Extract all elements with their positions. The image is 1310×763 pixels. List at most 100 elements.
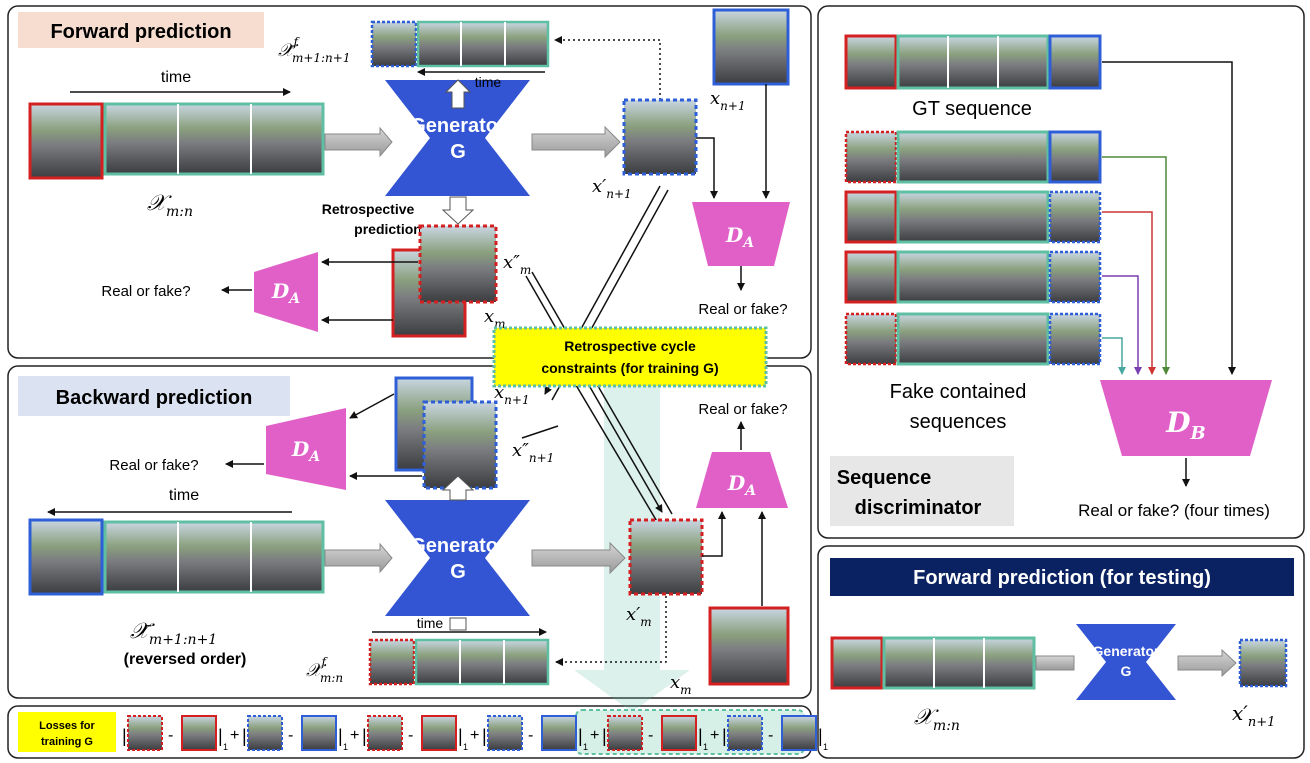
loss-plus: + (710, 727, 719, 744)
backward-dotted-link (555, 596, 667, 666)
backward-hollow-up-arrow (441, 475, 475, 501)
forward-predicted-label: x′n+1 (592, 176, 632, 201)
loss-minus: - (528, 727, 533, 744)
loss-terms: |-|1+|-|1+|-|1+|-|1+|-|1+|-|1 (122, 715, 828, 752)
forward-xm2-frame (418, 224, 498, 304)
backward-flow-arrow-out (531, 541, 626, 575)
forward-real-fake-left: Real or fake? (101, 283, 190, 300)
loss-bar-right: | (818, 726, 823, 746)
backward-gt-label: xm (670, 672, 692, 697)
loss-bar-left: | (242, 726, 247, 746)
backward-xn1b-frame (422, 400, 498, 490)
backward-flow-arrow-in (324, 542, 393, 574)
forward-disc-left (254, 252, 318, 332)
backward-title-bg (18, 376, 290, 416)
forward-disc-right (692, 202, 790, 266)
cycle-callout (492, 326, 768, 388)
seq-disc-b-label: DB (1165, 406, 1206, 444)
backward-disc-left-label: DA (291, 437, 320, 465)
backward-predicted-label: x′m (626, 604, 652, 629)
forward-hollow-up-arrow (444, 79, 472, 109)
backward-disc-right-label: DA (727, 471, 756, 499)
forward-flow-arrow-in (324, 126, 393, 158)
backward-generator (385, 500, 530, 616)
forward-time-label: time (161, 69, 191, 86)
backward-generator-line1: Generator (410, 535, 506, 557)
testing-output-frame (1238, 638, 1288, 688)
cycle-callout-line1: Retrospective cycle (564, 338, 696, 354)
loss-bar-left: | (722, 726, 727, 746)
loss-target-frame (661, 715, 697, 751)
forward-input-sequence (28, 102, 325, 180)
forward-generator (385, 80, 530, 196)
loss-minus: - (648, 727, 653, 744)
forward-retro-line1: Retrospective (322, 201, 415, 217)
backward-disc-right (696, 452, 788, 508)
testing-generator-line1: Generator (1093, 643, 1160, 659)
loss-target-frame (301, 715, 337, 751)
testing-flow-arrow-in (1035, 655, 1075, 671)
forward-gt-frame (712, 8, 790, 86)
forward-xm2-label: x″m (503, 252, 531, 277)
seq-purple-arrow (1102, 275, 1142, 375)
loss-plus: + (470, 727, 479, 744)
seq-red-arrow (1102, 211, 1156, 375)
loss-bar-right: | (338, 726, 343, 746)
loss-target-frame (421, 715, 457, 751)
backward-predicted-frame (628, 518, 704, 596)
testing-panel (817, 545, 1305, 759)
backward-pred-to-disc (702, 511, 726, 557)
testing-title-bg (830, 558, 1294, 596)
backward-title: Backward prediction (56, 387, 253, 409)
forward-dotted-link (554, 36, 661, 100)
loss-minus: - (408, 727, 413, 744)
loss-predicted-frame (727, 715, 763, 751)
backward-xn1b-label: x″n+1 (512, 440, 554, 465)
forward-reverse-time-label: time (475, 74, 502, 90)
forward-reverse-sequence (370, 20, 550, 68)
loss-target-frame (181, 715, 217, 751)
seq-fake-line1: Fake contained (890, 381, 1027, 403)
loss-target-frame (781, 715, 817, 751)
forward-disc-right-label: DA (725, 223, 754, 251)
cycle-callout-line2: constraints (for training G) (541, 360, 718, 376)
seq-teal-arrow (1102, 337, 1126, 375)
losses-title-line2: training G (41, 736, 93, 748)
losses-title-line1: Losses for (39, 720, 95, 732)
seq-fake-row-4 (844, 312, 1102, 366)
loss-target-frame (541, 715, 577, 751)
loss-bar-right: | (458, 726, 463, 746)
forward-hollow-down-arrow (441, 196, 475, 225)
testing-input-sequence (830, 636, 1036, 690)
backward-input-label: 𝒳̄m+1:n+1 (130, 619, 217, 648)
loss-bar-right: | (218, 726, 223, 746)
loss-bar-left: | (602, 726, 607, 746)
testing-title: Forward prediction (for testing) (913, 567, 1211, 589)
forward-disc-left-label: DA (271, 279, 300, 307)
loss-norm-sub: 1 (583, 742, 588, 752)
backward-panel (7, 365, 812, 699)
forward-real-fake-right: Real or fake? (698, 301, 787, 318)
loss-bar-right: | (698, 726, 703, 746)
loss-bar-left: | (122, 726, 127, 746)
loss-norm-sub: 1 (703, 742, 708, 752)
loss-norm-sub: 1 (343, 742, 348, 752)
seq-title-line2: discriminator (855, 497, 982, 519)
testing-flow-arrow-out (1177, 648, 1237, 678)
loss-minus: - (288, 727, 293, 744)
forward-gt-label: xn+1 (710, 88, 746, 113)
seq-fake-row-2 (844, 190, 1102, 244)
backward-real-fake-left: Real or fake? (109, 457, 198, 474)
forward-title: Forward prediction (50, 21, 231, 43)
seq-fake-row-1 (844, 130, 1102, 184)
backward-gt-frame (708, 606, 790, 686)
loss-plus: + (590, 727, 599, 744)
seq-real-fake: Real or fake? (four times) (1078, 501, 1270, 520)
loss-minus: - (768, 727, 773, 744)
testing-generator-line2: G (1121, 663, 1132, 679)
seq-gt-arrow (1102, 61, 1236, 375)
loss-minus: - (168, 727, 173, 744)
forward-generator-line2: G (450, 141, 466, 163)
